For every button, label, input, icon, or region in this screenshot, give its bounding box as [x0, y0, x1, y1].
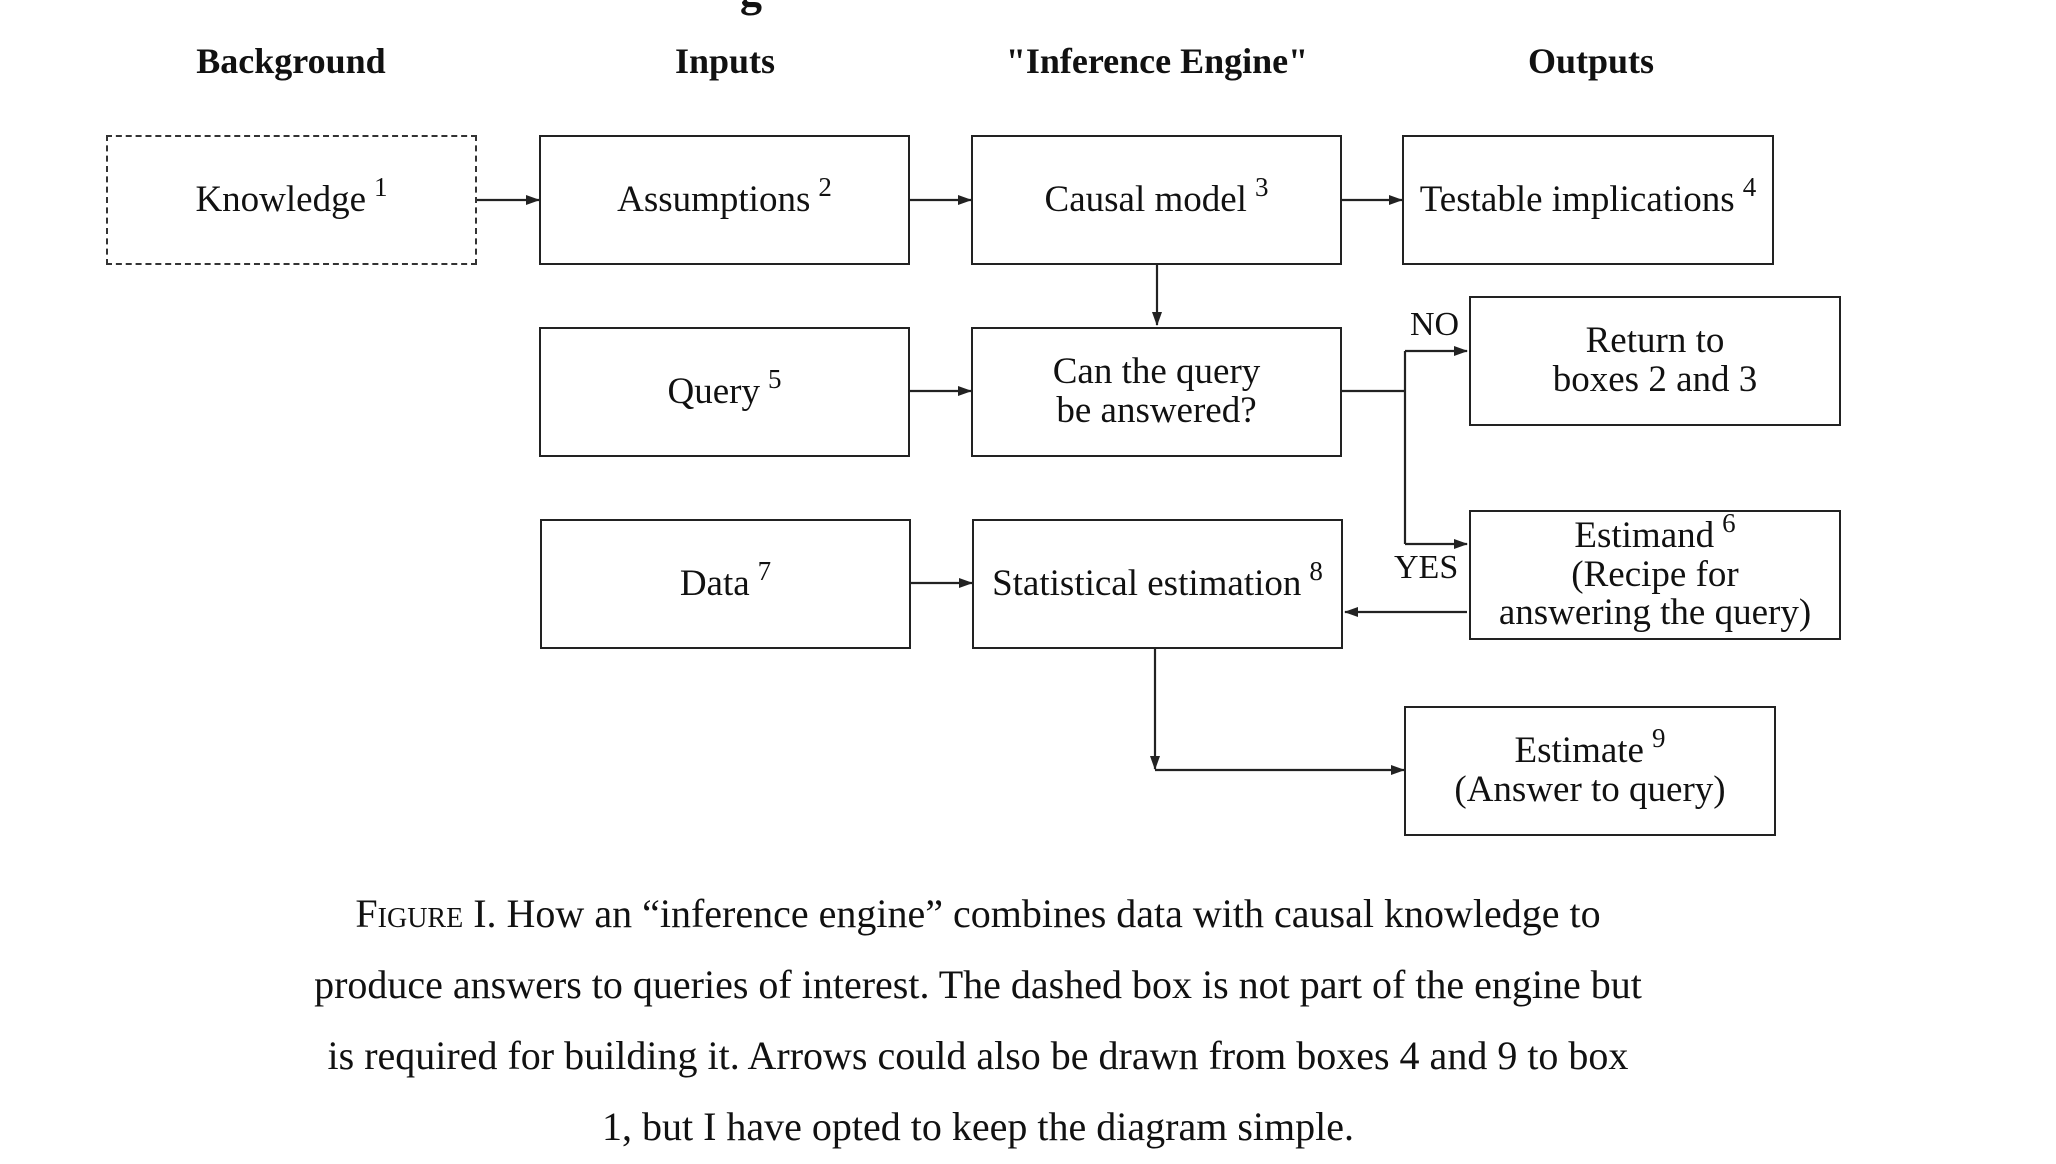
box-testable-number: 4: [1742, 171, 1757, 202]
box-stat-est-number: 8: [1309, 555, 1323, 586]
box-data-number: 7: [757, 555, 772, 586]
caption-line1: How an “inference engine” combines data …: [506, 891, 1601, 936]
caption-line4: 1, but I have opted to keep the diagram …: [601, 1104, 1354, 1149]
box-estimand-label: Estimand: [1574, 514, 1715, 556]
box-estimate-label: Estimate: [1514, 730, 1644, 772]
cropped-title-remnant: g: [740, 0, 762, 17]
figure-caption: Figure I. How an “inference engine” comb…: [200, 878, 1756, 1162]
box-assumptions-number: 2: [818, 171, 832, 202]
box-estimand-line3: answering the query): [1498, 592, 1812, 634]
branch-label-yes: YES: [1394, 549, 1459, 586]
box-estimand-number: 6: [1722, 507, 1736, 538]
box-estimate-number: 9: [1651, 723, 1666, 754]
header-inference-engine: "Inference Engine": [1005, 41, 1309, 81]
box-assumptions-label: Assumptions: [617, 178, 811, 220]
box-can-answer-line1: Can the query: [1052, 351, 1261, 393]
box-query-label: Query: [667, 370, 760, 412]
caption-figure-label: Figure I.: [355, 891, 497, 936]
box-return-to-line2: boxes 2 and 3: [1552, 359, 1758, 400]
branch-label-no: NO: [1410, 306, 1460, 343]
box-data-label: Data: [679, 562, 750, 604]
caption-line3: is required for building it. Arrows coul…: [327, 1033, 1629, 1078]
box-knowledge-label: Knowledge: [195, 178, 367, 220]
box-causal-model-number: 3: [1254, 171, 1269, 202]
header-background: Background: [196, 41, 386, 81]
box-testable-label: Testable implications: [1419, 178, 1735, 220]
header-outputs: Outputs: [1527, 41, 1655, 81]
box-stat-est-label: Statistical estimation: [992, 562, 1302, 604]
box-estimand-line2: (Recipe for: [1571, 553, 1739, 595]
box-return-to-line1: Return to: [1585, 320, 1725, 362]
box-knowledge-number: 1: [374, 171, 388, 202]
box-estimate-line2: (Answer to query): [1454, 769, 1726, 810]
box-can-answer: Can the query be answered?: [971, 327, 1342, 457]
box-can-answer-line2: be answered?: [1056, 390, 1257, 431]
box-return-to: Return to boxes 2 and 3: [1469, 296, 1841, 426]
box-causal-model-label: Causal model: [1044, 178, 1247, 220]
box-query-number: 5: [767, 363, 782, 394]
header-inputs: Inputs: [674, 41, 776, 81]
caption-line2: produce answers to queries of interest. …: [314, 962, 1642, 1007]
